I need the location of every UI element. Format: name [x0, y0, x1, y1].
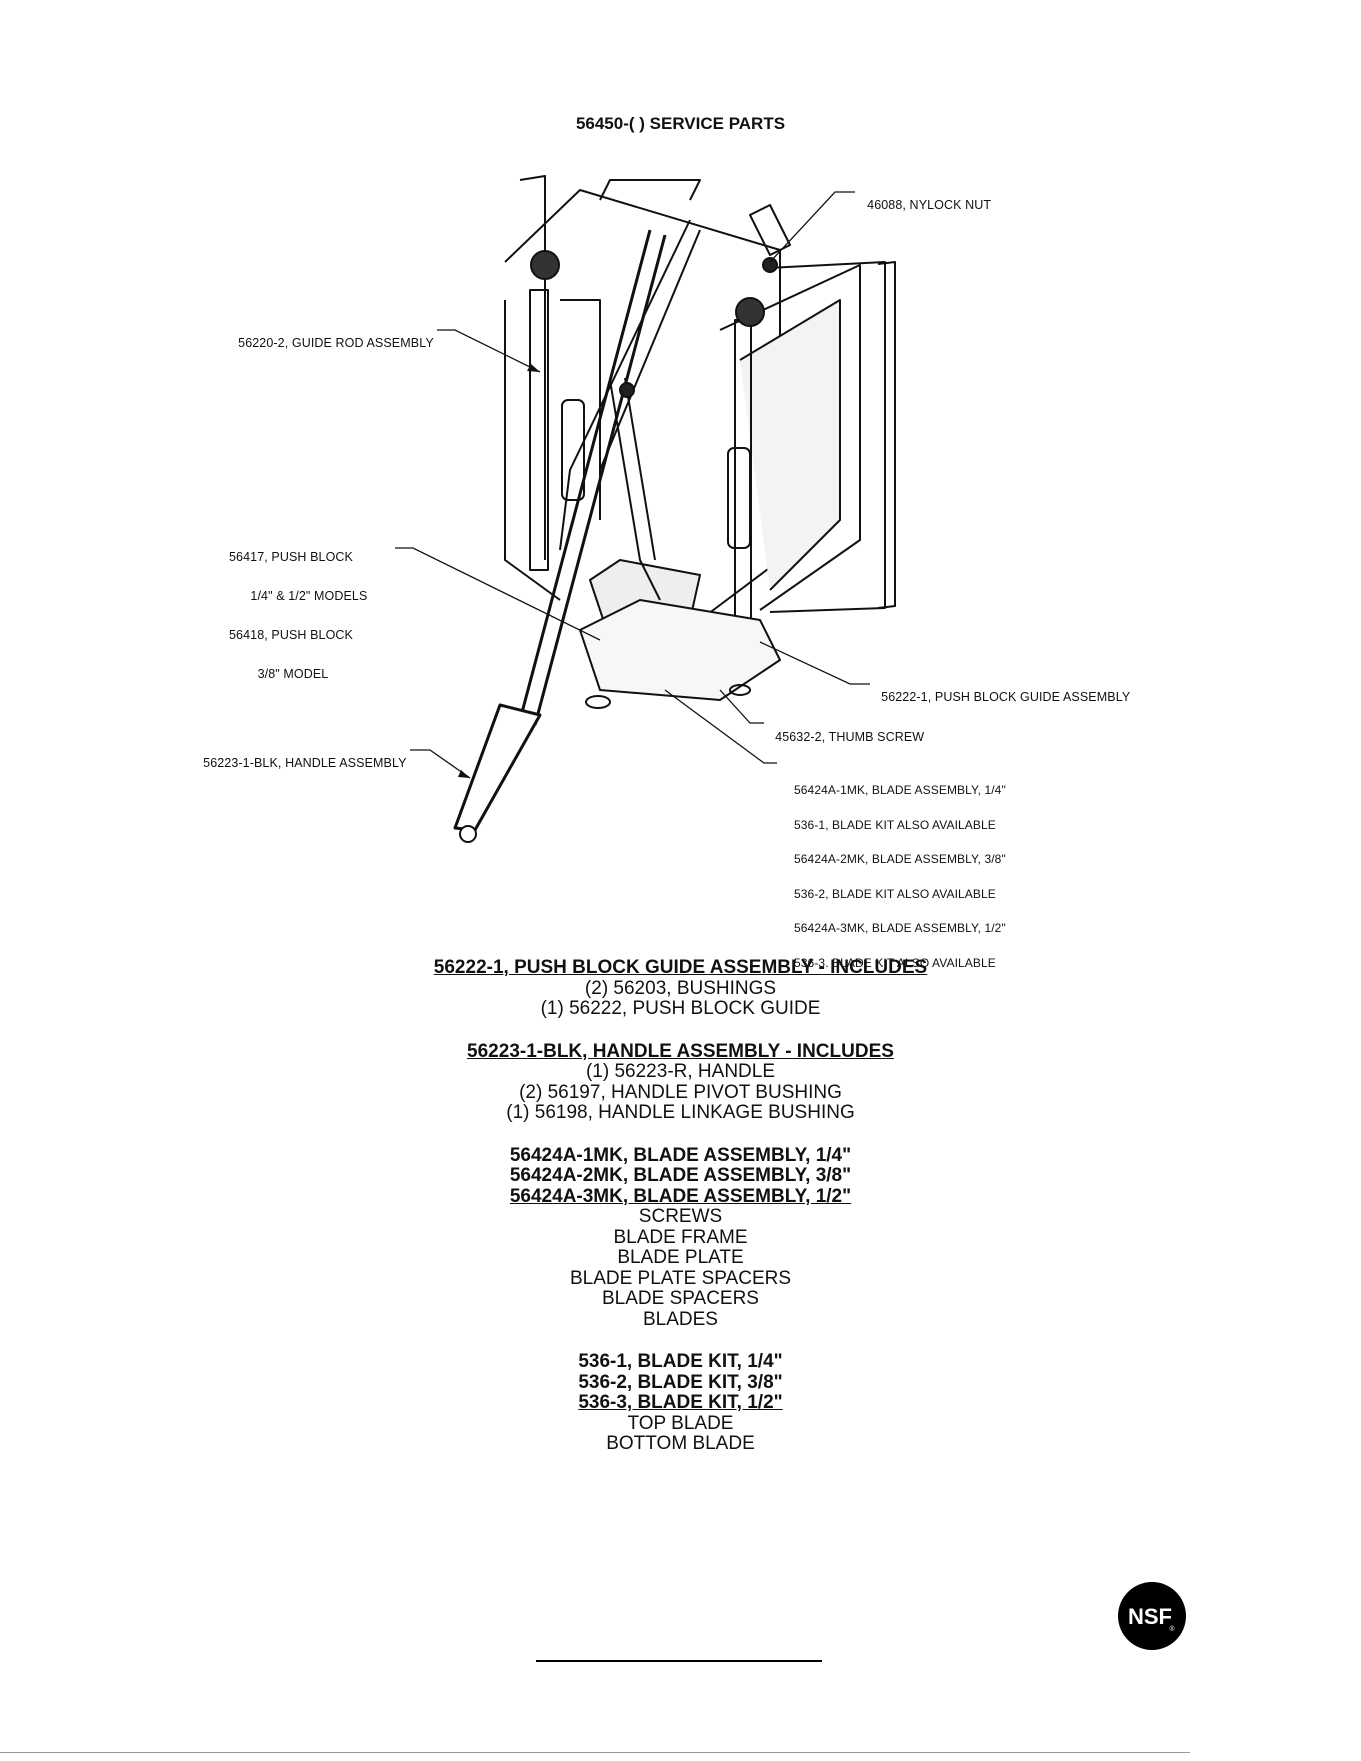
group-header: 56424A-3MK, BLADE ASSEMBLY, 1/2" — [509, 1185, 852, 1207]
callout-line: 56223-1-BLK, HANDLE ASSEMBLY — [203, 756, 407, 770]
group-header: 536-2, BLADE KIT, 3/8" — [578, 1371, 783, 1393]
group-header: 536-1, BLADE KIT, 1/4" — [578, 1351, 783, 1372]
group-item: BOTTOM BLADE — [606, 1433, 755, 1454]
group-header: 56424A-2MK, BLADE ASSEMBLY, 3/8" — [509, 1165, 852, 1186]
group-item: TOP BLADE — [627, 1412, 734, 1434]
nsf-logo-mark: ® — [1169, 1625, 1175, 1633]
group-item: BLADE SPACERS — [602, 1288, 759, 1309]
callout-line: 56418, PUSH BLOCK — [229, 628, 353, 642]
group-header: 536-3, BLADE KIT, 1/2" — [578, 1392, 783, 1413]
callout-line: 1/4" & 1/2" MODELS — [229, 589, 368, 603]
group-item: (1) 56223-R, HANDLE — [585, 1061, 776, 1082]
parts-group-blade-kit: 536-1, BLADE KIT, 1/4" 536-2, BLADE KIT,… — [0, 1351, 1361, 1455]
callout-line: 56424A-1MK, BLADE ASSEMBLY, 1/4" — [794, 783, 1006, 797]
group-header: 56424A-1MK, BLADE ASSEMBLY, 1/4" — [509, 1144, 852, 1166]
callout-line: 56220-2, GUIDE ROD ASSEMBLY — [238, 336, 434, 350]
callout-line: 536-2, BLADE KIT ALSO AVAILABLE — [794, 886, 996, 901]
page-bottom-rule — [0, 1752, 1190, 1753]
nsf-logo-text: NSF — [1128, 1604, 1172, 1629]
callout-line: 3/8" MODEL — [229, 667, 329, 681]
callout-line: 45632-2, THUMB SCREW — [775, 730, 925, 744]
group-item: BLADE FRAME — [613, 1226, 748, 1248]
callout-line: 56417, PUSH BLOCK — [229, 550, 353, 564]
group-header: 56223-1-BLK, HANDLE ASSEMBLY - INCLUDES — [467, 1040, 894, 1062]
group-item: (2) 56203, BUSHINGS — [584, 977, 777, 999]
callout-thumb-screw: 45632-2, THUMB SCREW — [768, 718, 924, 744]
callout-line: 536-1, BLADE KIT ALSO AVAILABLE — [794, 817, 996, 832]
callout-push-block: 56417, PUSH BLOCK 1/4" & 1/2" MODELS 564… — [229, 525, 367, 694]
nsf-logo: NSF ® — [1118, 1582, 1186, 1650]
callout-line: 56424A-2MK, BLADE ASSEMBLY, 3/8" — [794, 852, 1006, 866]
group-item: (1) 56198, HANDLE LINKAGE BUSHING — [506, 1102, 855, 1123]
group-item: BLADES — [643, 1308, 718, 1330]
callout-line: 536-3. BLADE KIT ALSO AVAILABLE — [794, 955, 996, 970]
callout-guide-rod-assembly: 56220-2, GUIDE ROD ASSEMBLY — [231, 324, 434, 350]
callout-line: 56222-1, PUSH BLOCK GUIDE ASSEMBLY — [881, 690, 1131, 704]
group-item: (1) 56222, PUSH BLOCK GUIDE — [540, 998, 821, 1019]
group-item: SCREWS — [638, 1206, 723, 1227]
page-title: 56450-( ) SERVICE PARTS — [575, 114, 786, 133]
parts-group-blade-assembly: 56424A-1MK, BLADE ASSEMBLY, 1/4" 56424A-… — [0, 1144, 1361, 1331]
callout-blade-assembly: 56424A-1MK, BLADE ASSEMBLY, 1/4" 536-1, … — [794, 762, 1006, 981]
callout-line: 56424A-3MK, BLADE ASSEMBLY, 1/2" — [794, 921, 1006, 935]
group-item: (2) 56197, HANDLE PIVOT BUSHING — [519, 1081, 842, 1103]
parts-group-handle-assembly: 56223-1-BLK, HANDLE ASSEMBLY - INCLUDES … — [0, 1040, 1361, 1124]
callout-line: 46088, NYLOCK NUT — [867, 198, 992, 212]
callout-nylock-nut: 46088, NYLOCK NUT — [860, 186, 991, 212]
group-item: BLADE PLATE SPACERS — [569, 1267, 792, 1289]
service-parts-list: 56222-1, PUSH BLOCK GUIDE ASSEMBLY - INC… — [0, 957, 1361, 1477]
slicer-assembly-illustration — [395, 175, 896, 843]
callout-push-block-guide-assembly: 56222-1, PUSH BLOCK GUIDE ASSEMBLY — [874, 678, 1130, 704]
signature-line — [536, 1660, 822, 1662]
group-header: 56222-1, PUSH BLOCK GUIDE ASSEMBLY - INC… — [433, 957, 928, 978]
callout-handle-assembly: 56223-1-BLK, HANDLE ASSEMBLY — [196, 744, 407, 770]
group-item: BLADE PLATE — [617, 1247, 744, 1268]
parts-group-push-block-guide: 56222-1, PUSH BLOCK GUIDE ASSEMBLY - INC… — [0, 957, 1361, 1020]
